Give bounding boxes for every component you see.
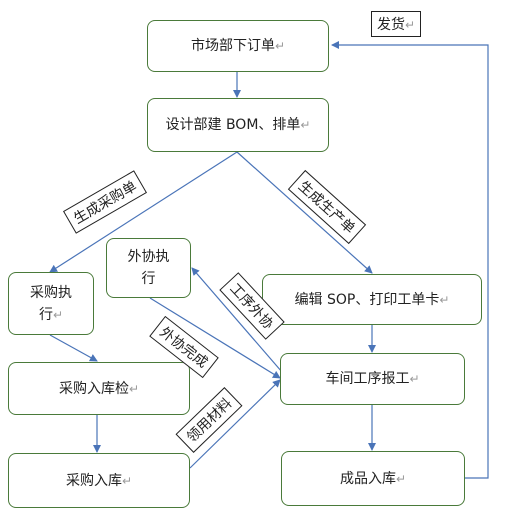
design-bom-text: 设计部建 BOM、排单 [165,117,301,133]
purchase-inspect-text: 采购入库检 [58,380,129,397]
paragraph-mark: ↵ [121,473,133,488]
label-ship: 发货↵ [371,11,422,37]
arrow-bom-to-sop [236,151,373,274]
arrow-store-to-report [189,379,281,469]
paragraph-mark: ↵ [395,471,407,486]
purchase-store-box[interactable]: 采购入库↵ [8,453,190,508]
paragraph-mark: ↵ [300,118,311,132]
market-order-text: 市场部下订单 [190,38,275,54]
purchase-exec-text-line1: 采购执 [30,284,72,301]
purchase-exec-text-line2: 行 [38,306,53,323]
paragraph-mark: ↵ [52,307,64,322]
outsource-exec-text-line1: 外协执 [127,249,170,265]
workshop-report-text: 车间工序报工 [325,371,410,387]
paragraph-mark: ↵ [274,39,286,53]
paragraph-mark: ↵ [409,372,420,386]
arrow-finished-ship-to-order [331,41,489,479]
arrow-report-to-outsource [191,267,283,373]
outsource-exec-text-line2: 行 [141,271,156,287]
purchase-store-text: 采购入库 [65,472,122,489]
purchase-inspect-box[interactable]: 采购入库检↵ [8,362,190,415]
workshop-report-box[interactable]: 车间工序报工↵ [280,353,465,405]
edit-sop-box[interactable]: 编辑 SOP、打印工单卡↵ [262,274,482,325]
arrow-outsource-to-report [149,297,281,379]
label-ship-text: 发货 [377,17,405,33]
paragraph-mark: ↵ [439,292,450,307]
finished-store-text: 成品入库 [339,470,396,487]
paragraph-mark: ↵ [405,18,416,32]
arrow-bom-to-purchase [49,151,238,273]
market-order-box[interactable]: 市场部下订单↵ [147,20,329,72]
edit-sop-text: 编辑 SOP、打印工单卡 [294,291,440,308]
design-bom-box[interactable]: 设计部建 BOM、排单↵ [147,98,329,152]
arrow-purchase-to-inspect [49,334,98,362]
outsource-exec-box[interactable]: 外协执行 [106,238,191,298]
purchase-exec-box[interactable]: 采购执行↵ [8,272,94,335]
paragraph-mark: ↵ [128,381,140,396]
finished-store-box[interactable]: 成品入库↵ [281,451,465,506]
